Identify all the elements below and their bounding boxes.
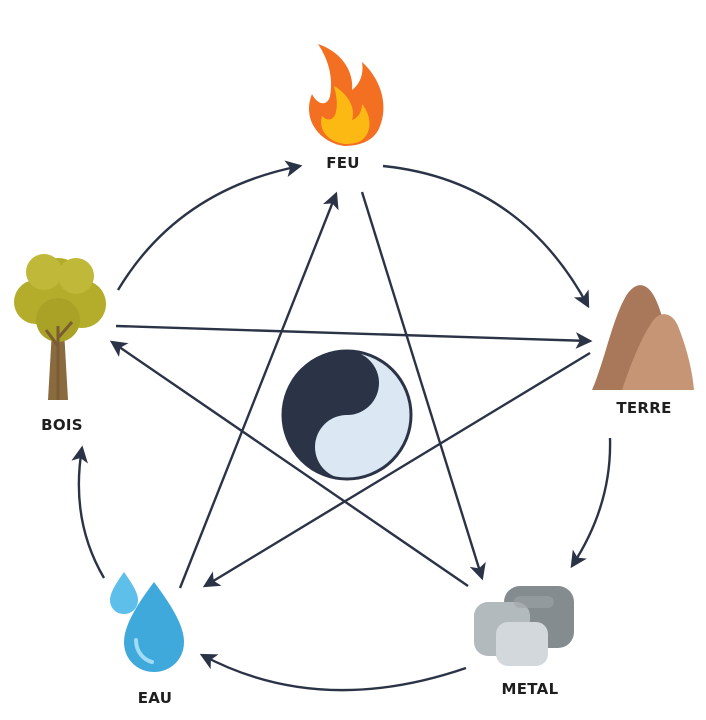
- tree-icon: [14, 254, 106, 400]
- flame-icon: [308, 44, 384, 146]
- arrow-feu-to-metal: [360, 191, 486, 581]
- metal-stones-icon: [474, 586, 574, 666]
- label-feu: FEU: [326, 154, 360, 172]
- water-drops-icon: [110, 572, 184, 672]
- mountain-icon: [592, 285, 694, 390]
- arrow-metal-to-bois: [109, 340, 469, 587]
- arrow-feu-to-terre: [382, 164, 590, 309]
- arrow-terre-to-metal: [570, 437, 612, 569]
- arrow-metal-to-eau: [199, 653, 467, 692]
- arrow-terre-to-eau: [202, 351, 591, 588]
- label-eau: EAU: [138, 689, 172, 707]
- label-terre: TERRE: [616, 399, 671, 417]
- label-bois: BOIS: [41, 416, 83, 434]
- label-metal: METAL: [502, 680, 559, 698]
- arrow-eau-to-bois: [71, 445, 106, 579]
- yin-yang-icon: [281, 349, 413, 481]
- arrow-bois-to-terre: [115, 324, 593, 349]
- arrow-eau-to-feu: [178, 191, 339, 589]
- arrow-bois-to-feu: [116, 160, 303, 291]
